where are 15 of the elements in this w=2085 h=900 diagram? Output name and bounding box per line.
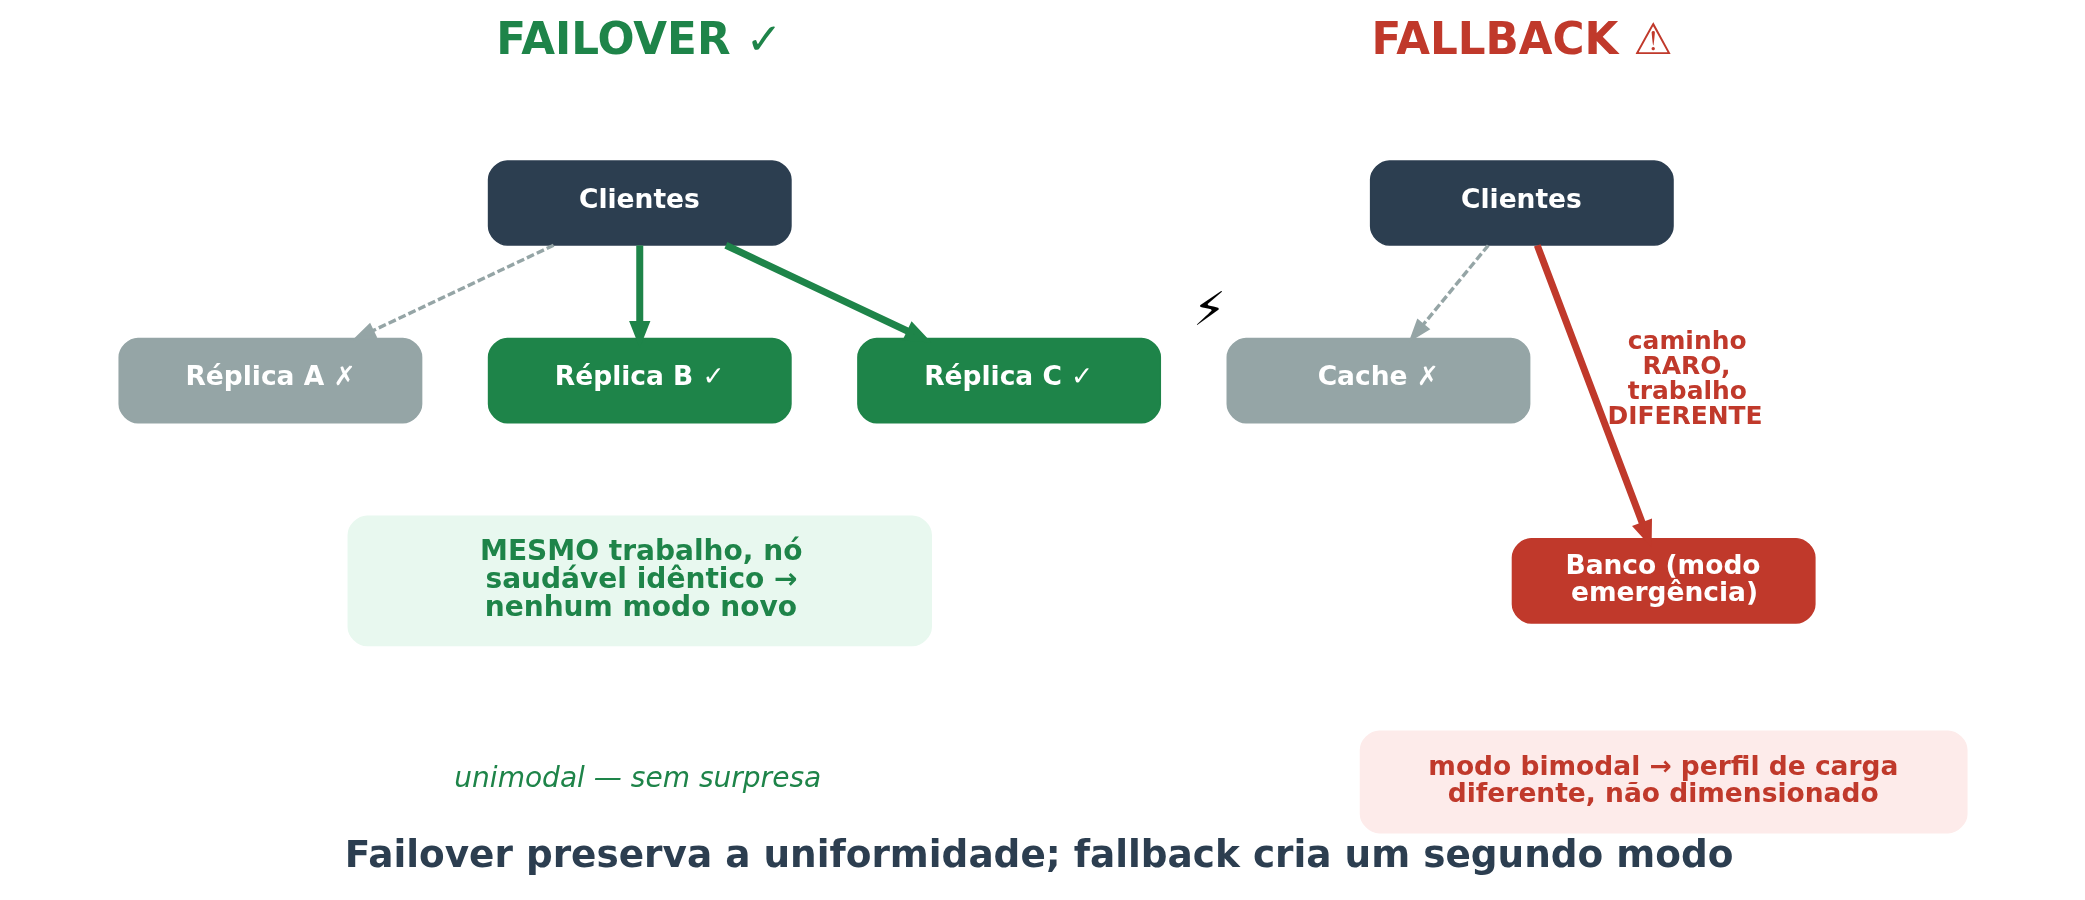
node-box: Réplica B ✓ — [487, 337, 792, 424]
label: unimodal — sem surpresa — [453, 761, 821, 795]
node-box: Clientes — [487, 160, 792, 246]
node-box: Clientes — [1369, 160, 1674, 246]
node-box: Réplica A ✗ — [117, 337, 422, 424]
node-label: ⚡ — [1192, 281, 1226, 336]
node-box: Réplica C ✓ — [856, 337, 1161, 424]
label: FAILOVER ✓ — [495, 14, 782, 64]
node-box: MESMO trabalho, nó saudável idêntico → nenhum modo novo — [347, 515, 932, 647]
node-box: Cache ✗ — [1226, 337, 1530, 424]
node-box: Banco (modo emergência) — [1511, 538, 1816, 624]
arrow — [351, 243, 554, 341]
edge-label: caminho RARO, trabalho DIFERENTE — [1607, 326, 1763, 430]
caption: Failover preserva a uniformidade; fallback cria um segundo modo — [344, 832, 1733, 877]
label: FALLBACK ⚠ — [1370, 14, 1673, 64]
